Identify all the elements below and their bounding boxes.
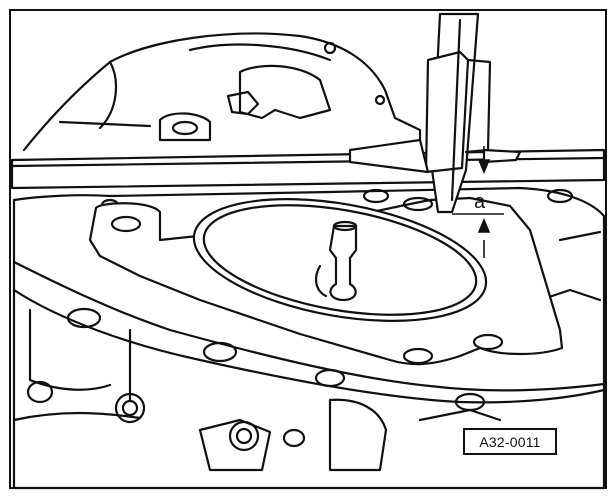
flange-bolt-holes — [26, 188, 574, 452]
reference-code: A32-0011 — [479, 433, 541, 450]
depth-gauge — [348, 12, 522, 214]
reference-tag: A32-0011 — [463, 428, 557, 455]
dimension-label: a — [474, 191, 486, 213]
shaft-plug — [314, 220, 358, 302]
dimension-arrows — [452, 146, 504, 258]
rear-housing — [22, 32, 422, 152]
